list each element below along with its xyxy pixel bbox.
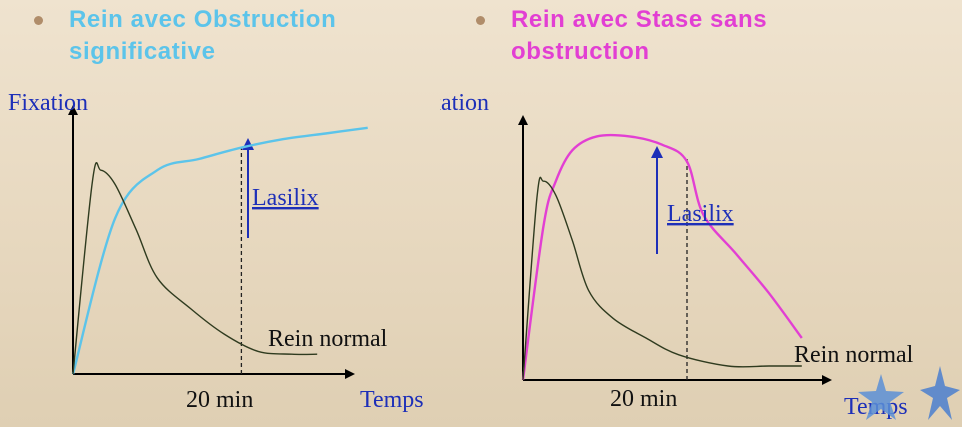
rein-normal-label: Rein normal — [268, 326, 388, 352]
star-icon — [858, 374, 904, 420]
x-tick-label-20min: 20 min — [610, 386, 677, 412]
legend-obstruction-line2: significative — [69, 38, 216, 65]
legend-item-stase: Rein avec Stase sans obstruction — [476, 4, 767, 68]
bullet-icon — [34, 16, 43, 25]
series-line-pathology — [521, 133, 803, 381]
x-axis-arrow-icon — [345, 369, 355, 379]
lasilix-annotation: Lasilix — [252, 185, 319, 211]
series-line-pathology — [71, 126, 368, 375]
legend-item-obstruction: Rein avec Obstruction significative — [34, 4, 336, 68]
lasilix-arrowhead-icon — [651, 146, 663, 158]
y-axis-label: Fixation — [8, 90, 88, 116]
legend-obstruction-line1: Rein avec Obstruction — [69, 6, 337, 33]
series-line-normal — [522, 176, 802, 381]
lasilix-annotation: Lasilix — [667, 201, 734, 227]
series-line-normal — [72, 162, 318, 375]
bullet-icon — [476, 16, 485, 25]
y-axis-arrow-icon — [518, 115, 528, 125]
star-icon — [920, 366, 960, 420]
legend-text-stase: Rein avec Stase sans obstruction — [511, 4, 767, 68]
legend-stase-line2: obstruction — [511, 38, 650, 65]
legend-text-obstruction: Rein avec Obstruction significative — [69, 4, 336, 68]
y-axis-label: Fixation — [440, 90, 489, 116]
rein-normal-label: Rein normal — [794, 342, 914, 368]
x-tick-label-20min: 20 min — [186, 387, 253, 413]
x-axis-arrow-icon — [822, 375, 832, 385]
y-axis-arrow-icon — [68, 105, 78, 115]
x-axis-label: Temps — [360, 387, 424, 413]
legend-stase-line1: Rein avec Stase sans — [511, 6, 768, 33]
